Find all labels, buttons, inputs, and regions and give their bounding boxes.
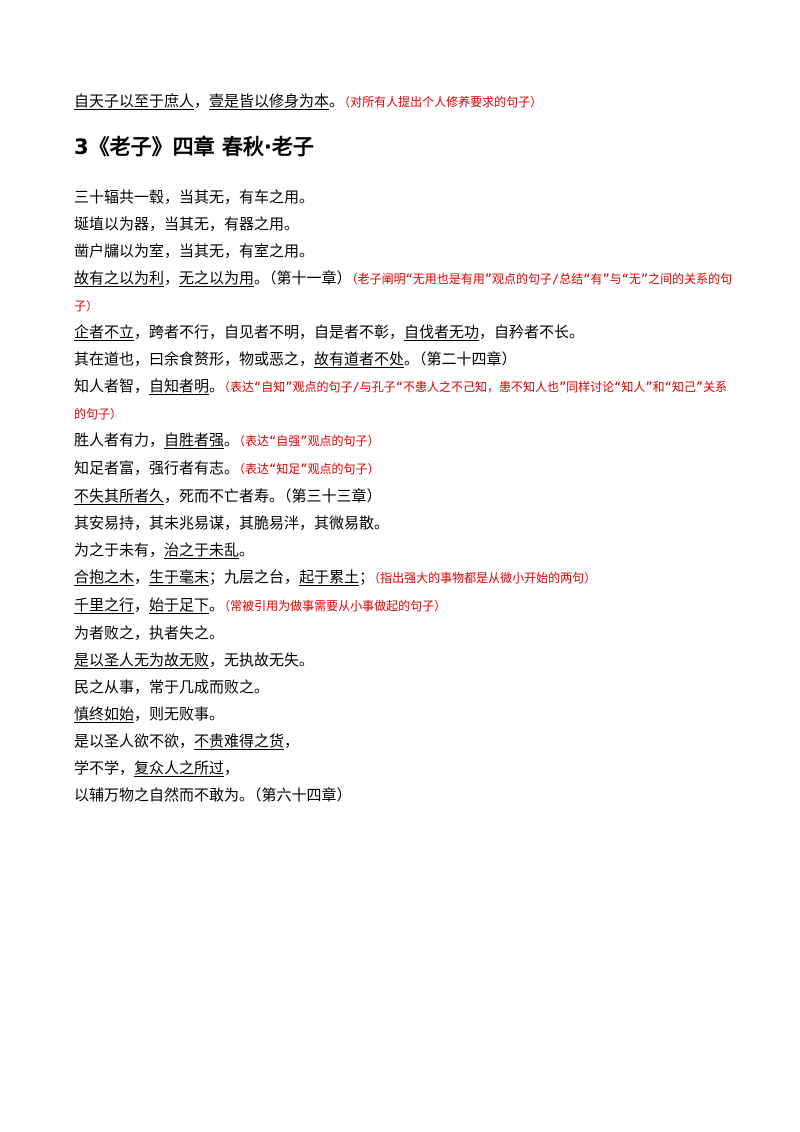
- text-segment: 为者败之，执者失之。: [74, 624, 225, 642]
- text-segment: 是以圣人欲不欲，: [74, 732, 195, 750]
- text-segment: ，: [194, 92, 210, 110]
- text-line: 不失其所者久，死而不亡者寿。（第三十三章）: [74, 483, 734, 510]
- annotation-note: （表达“自强”观点的句子）: [239, 434, 380, 448]
- text-segment: ；九层之台，: [209, 568, 300, 586]
- text-segment: 以辅万物之自然而不敢为。（第六十四章）: [74, 786, 352, 804]
- key-sentence: 不失其所者久: [74, 487, 165, 505]
- text-line: 知人者智，自知者明。（表达“自知”观点的句子/与孔子“不患人之不己知，患不知人也…: [74, 373, 734, 427]
- key-sentence: 故有之以为利: [74, 269, 165, 287]
- key-sentence: 起于累土: [299, 568, 360, 586]
- text-line: 埏埴以为器，当其无，有器之用。: [74, 211, 734, 238]
- key-sentence: 故有道者不处: [314, 350, 405, 368]
- text-segment: ，: [164, 269, 180, 287]
- text-segment: ，跨者不行，自见者不明，自是者不彰，: [134, 323, 405, 341]
- key-sentence: 千里之行: [74, 596, 135, 614]
- annotation-note: （指出强大的事物都是从微小开始的两句）: [374, 571, 597, 585]
- key-sentence: 企者不立: [74, 323, 135, 341]
- text-line: 凿户牖以为室，当其无，有室之用。: [74, 238, 734, 265]
- text-segment: 胜人者有力，: [74, 431, 165, 449]
- text-line: 企者不立，跨者不行，自见者不明，自是者不彰，自伐者无功，自矜者不长。: [74, 319, 734, 346]
- text-segment: 。（第十一章）: [254, 269, 352, 287]
- text-segment: ，: [134, 596, 150, 614]
- text-segment: ，: [224, 759, 240, 777]
- annotation-note: （对所有人提出个人修养要求的句子）: [344, 95, 543, 109]
- text-line: 胜人者有力，自胜者强。（表达“自强”观点的句子）: [74, 427, 734, 455]
- text-line: 是以圣人欲不欲，不贵难得之货，: [74, 728, 734, 755]
- text-segment: 。: [224, 431, 240, 449]
- text-line: 民之从事，常于几成而败之。: [74, 674, 734, 701]
- text-line: 三十辐共一毂，当其无，有车之用。: [74, 184, 734, 211]
- text-line: 学不学，复众人之所过，: [74, 755, 734, 782]
- text-segment: ；: [359, 568, 375, 586]
- key-sentence: 壹是皆以修身为本: [209, 92, 330, 110]
- text-segment: 。: [329, 92, 345, 110]
- text-segment: 其在道也，曰余食赘形，物或恶之，: [74, 350, 315, 368]
- text-line: 为者败之，执者失之。: [74, 620, 734, 647]
- text-segment: ，则无败事。: [134, 705, 225, 723]
- text-line: 其安易持，其未兆易谋，其脆易泮，其微易散。: [74, 510, 734, 537]
- annotation-note: （表达“知足”观点的句子）: [239, 462, 380, 476]
- text-segment: 。: [209, 596, 225, 614]
- text-segment: ，: [134, 568, 150, 586]
- text-line: 千里之行，始于足下。（常被引用为做事需要从小事做起的句子）: [74, 592, 734, 620]
- text-line: 知足者富，强行者有志。（表达“知足”观点的句子）: [74, 455, 734, 483]
- text-segment: 。（第二十四章）: [404, 350, 517, 368]
- text-segment: 民之从事，常于几成而败之。: [74, 678, 270, 696]
- key-sentence: 始于足下: [149, 596, 210, 614]
- text-line: 以辅万物之自然而不敢为。（第六十四章）: [74, 782, 734, 809]
- text-segment: ，死而不亡者寿。（第三十三章）: [164, 487, 382, 505]
- section-title: 3《老子》四章 春秋·老子: [74, 135, 314, 159]
- key-sentence: 慎终如始: [74, 705, 135, 723]
- annotation-note: （老子阐明“无用也是有用”观点的句子/总结“有”与“无”之间的关系的句子）: [74, 272, 733, 313]
- text-segment: 。: [209, 377, 225, 395]
- text-segment: ，: [284, 732, 300, 750]
- key-sentence: 不贵难得之货: [194, 732, 285, 750]
- text-line: 慎终如始，则无败事。: [74, 701, 734, 728]
- text-line: 合抱之木，生于毫末；九层之台，起于累土；（指出强大的事物都是从微小开始的两句）: [74, 564, 734, 592]
- text-segment: 埏埴以为器，当其无，有器之用。: [74, 215, 300, 233]
- document-page: 自天子以至于庶人，壹是皆以修身为本。（对所有人提出个人修养要求的句子）3《老子》…: [74, 88, 734, 809]
- text-line: 故有之以为利，无之以为用。（第十一章）（老子阐明“无用也是有用”观点的句子/总结…: [74, 265, 734, 319]
- key-sentence: 复众人之所过: [134, 759, 225, 777]
- key-sentence: 无之以为用: [179, 269, 255, 287]
- text-line: 是以圣人无为故无败，无执故无失。: [74, 647, 734, 674]
- text-segment: 其安易持，其未兆易谋，其脆易泮，其微易散。: [74, 514, 390, 532]
- text-segment: 三十辐共一毂，当其无，有车之用。: [74, 188, 315, 206]
- text-segment: 为之于未有，: [74, 541, 165, 559]
- text-segment: ，自矜者不长。: [479, 323, 585, 341]
- text-segment: 知人者智，: [74, 377, 150, 395]
- text-segment: 。: [239, 541, 255, 559]
- key-sentence: 自知者明: [149, 377, 210, 395]
- text-segment: ，无执故无失。: [209, 651, 315, 669]
- text-line: 其在道也，曰余食赘形，物或恶之，故有道者不处。（第二十四章）: [74, 346, 734, 373]
- key-sentence: 自伐者无功: [404, 323, 480, 341]
- key-sentence: 合抱之木: [74, 568, 135, 586]
- text-line: 为之于未有，治之于未乱。: [74, 537, 734, 564]
- text-segment: 学不学，: [74, 759, 135, 777]
- key-sentence: 是以圣人无为故无败: [74, 651, 210, 669]
- key-sentence: 生于毫末: [149, 568, 210, 586]
- text-segment: 知足者富，强行者有志。: [74, 459, 240, 477]
- annotation-note: （常被引用为做事需要从小事做起的句子）: [224, 599, 447, 613]
- annotation-note: （表达“自知”观点的句子/与孔子“不患人之不己知，患不知人也”同样讨论“知人”和…: [74, 380, 728, 421]
- key-sentence: 自胜者强: [164, 431, 225, 449]
- text-line: 自天子以至于庶人，壹是皆以修身为本。（对所有人提出个人修养要求的句子）: [74, 88, 734, 116]
- key-sentence: 治之于未乱: [164, 541, 240, 559]
- text-segment: 凿户牖以为室，当其无，有室之用。: [74, 242, 315, 260]
- key-sentence: 自天子以至于庶人: [74, 92, 195, 110]
